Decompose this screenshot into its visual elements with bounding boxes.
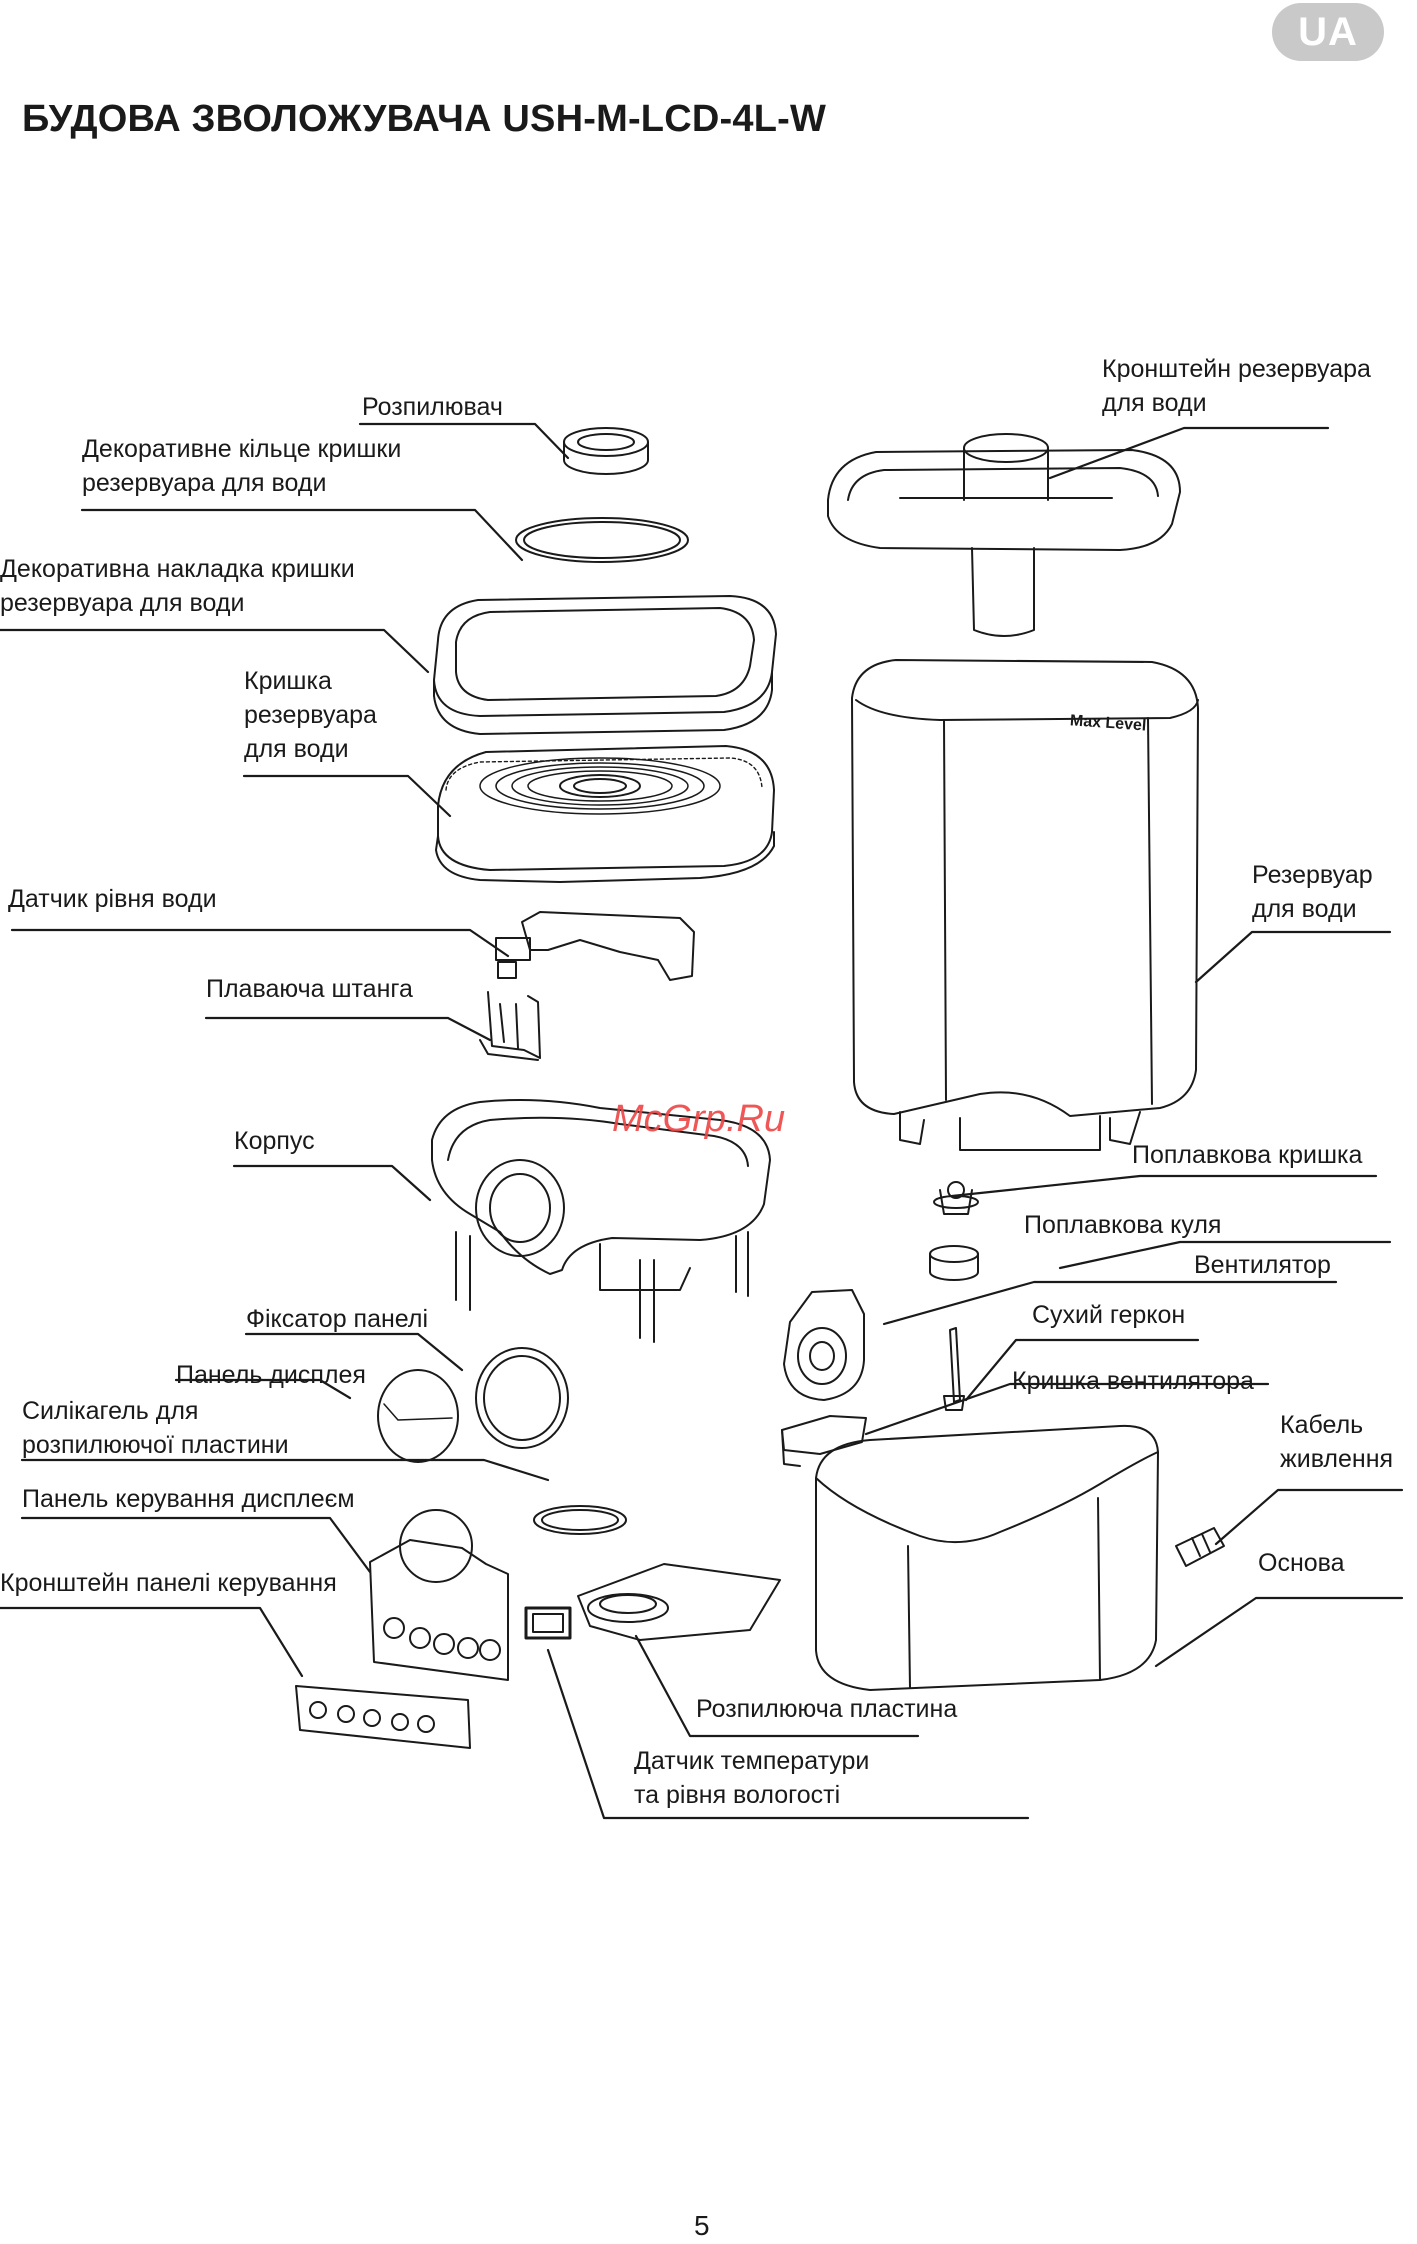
label-tank-bracket-line2: для води — [1102, 389, 1207, 417]
silica-ring-part — [533, 1505, 627, 1535]
language-badge: UA — [1272, 3, 1384, 61]
label-temp-sensor-line1: Датчик температури — [634, 1747, 870, 1775]
label-panel-lock: Фіксатор панелі — [246, 1305, 429, 1333]
float-rod-part — [479, 991, 541, 1061]
label-fan-cover: Кришка вентилятора — [1012, 1367, 1254, 1395]
base-part — [815, 1424, 1159, 1691]
label-base: Основа — [1258, 1549, 1345, 1577]
label-cable-line2: живлення — [1280, 1445, 1394, 1473]
label-panel-bracket: Кронштейн панелі керування — [0, 1569, 337, 1597]
label-display-panel: Панель дисплея — [176, 1361, 366, 1389]
panel-bracket-part — [295, 1685, 471, 1749]
label-silica-line2: розпилюючої пластини — [22, 1431, 289, 1459]
label-cover-line1: Кришка — [244, 667, 332, 695]
display-panel-part — [377, 1369, 459, 1463]
label-float-cover: Поплавкова кришка — [1132, 1141, 1363, 1169]
label-temp-sensor-line2: та рівня вологості — [634, 1781, 841, 1809]
float-ball-part — [929, 1245, 979, 1281]
label-float-rod: Плаваюча штанга — [206, 975, 413, 1003]
label-housing: Корпус — [234, 1127, 315, 1155]
watermark: McGrp.Ru — [612, 1098, 786, 1140]
label-tank-line1: Резервуар — [1252, 861, 1373, 889]
decor-ring-part — [515, 517, 689, 563]
label-cable-line1: Кабель — [1280, 1411, 1364, 1439]
label-atomizer: Розпилююча пластина — [696, 1695, 958, 1723]
label-overlay-line1: Декоративна накладка кришки — [0, 555, 355, 583]
tank-max-level-mark: Max Level — [1069, 712, 1146, 734]
fan-cover-part — [781, 1415, 867, 1467]
control-panel-part — [369, 1509, 509, 1681]
tank-cover-part — [435, 745, 775, 883]
fan-part — [783, 1289, 865, 1401]
decor-overlay-part — [433, 595, 777, 735]
temp-sensor-part — [524, 1606, 572, 1640]
label-cover-line2: резервуара — [244, 701, 377, 729]
tank-part — [851, 659, 1199, 1151]
reed-switch-part — [943, 1327, 965, 1411]
label-ring-line2: резервуара для води — [82, 469, 327, 497]
housing-part — [431, 1099, 771, 1343]
label-level-sensor: Датчик рівня води — [8, 885, 217, 913]
label-reed-switch: Сухий геркон — [1032, 1301, 1186, 1329]
page-number: 5 — [694, 2210, 710, 2241]
label-silica-line1: Силікагель для — [22, 1397, 199, 1425]
sprayer-part — [563, 427, 649, 475]
label-cover-line3: для води — [244, 735, 349, 763]
tank-bracket-part — [827, 433, 1181, 637]
float-cover-part — [933, 1181, 979, 1215]
level-sensor-part — [495, 911, 695, 981]
atomizer-part — [577, 1563, 781, 1641]
power-cable-part — [1175, 1527, 1225, 1567]
label-sprayer: Розпилювач — [362, 393, 503, 421]
label-fan: Вентилятор — [1194, 1251, 1331, 1279]
page-title: БУДОВА ЗВОЛОЖУВАЧА USH-M-LCD-4L-W — [22, 98, 827, 140]
panel-lock-part — [475, 1347, 569, 1449]
label-float-ball: Поплавкова куля — [1024, 1211, 1222, 1239]
label-control-panel: Панель керування дисплеєм — [22, 1485, 355, 1513]
label-tank-bracket-line1: Кронштейн резервуара — [1102, 355, 1371, 383]
label-overlay-line2: резервуара для води — [0, 589, 245, 617]
label-tank-line2: для води — [1252, 895, 1357, 923]
label-ring-line1: Декоративне кільце кришки — [82, 435, 402, 463]
